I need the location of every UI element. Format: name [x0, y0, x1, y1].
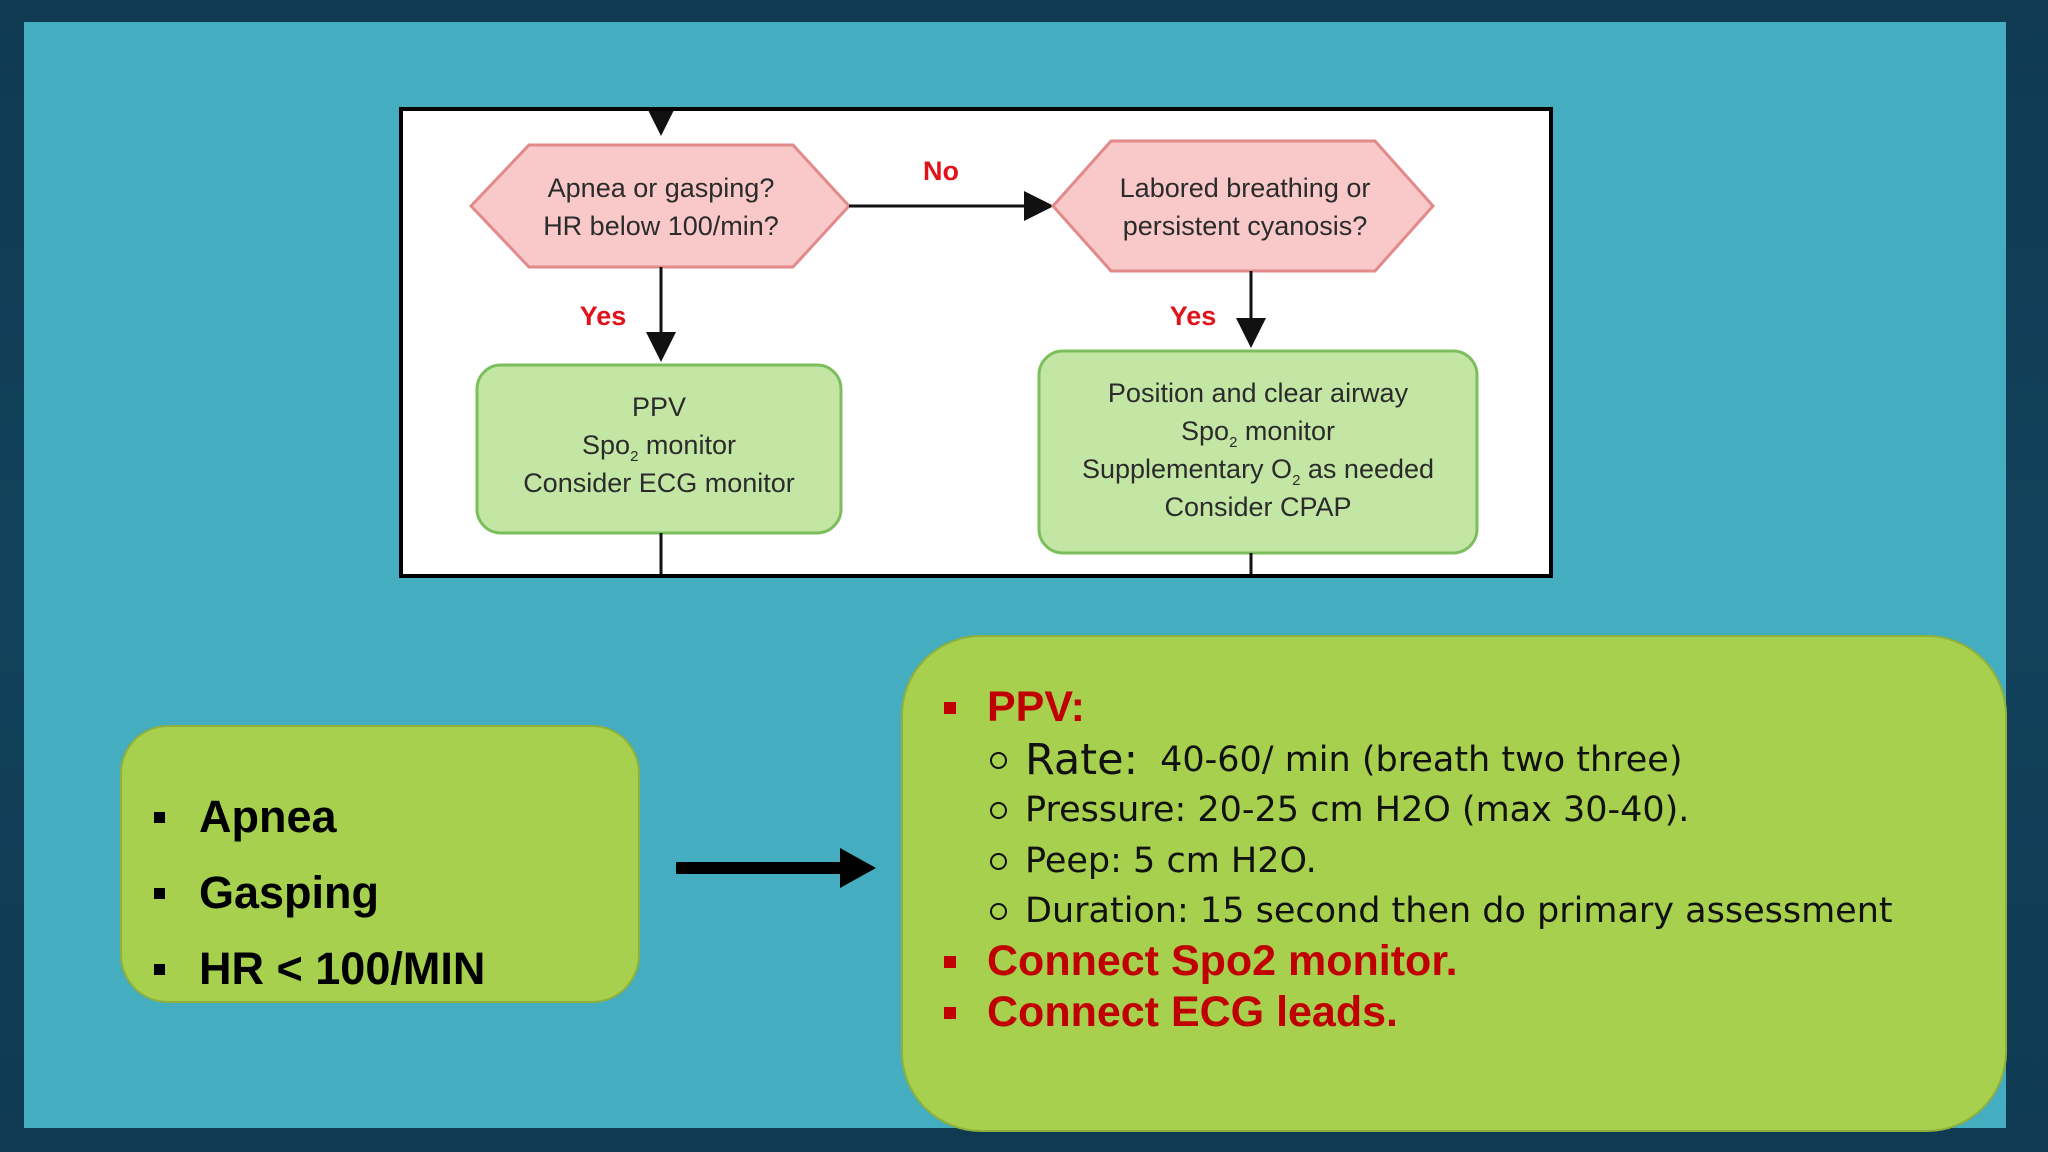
bullet-icon — [944, 955, 956, 968]
connect-ecg-row: Connect ECG leads. — [944, 988, 1398, 1037]
slide: Apnea or gasping? HR below 100/min? No L… — [24, 22, 2007, 1132]
circle-bullet-icon — [990, 801, 1007, 819]
criteria-item-label: HR < 100/MIN — [199, 943, 486, 994]
label-yes-right: Yes — [1170, 301, 1217, 331]
decision-left-line1: Apnea or gasping? — [548, 173, 775, 203]
connect-spo2-row: Connect Spo2 monitor. — [944, 937, 1458, 986]
connect-ecg-text: Connect ECG leads. — [987, 988, 1398, 1036]
circle-bullet-icon — [990, 852, 1007, 870]
action-right-line3: Supplementary O2 as needed — [1082, 454, 1434, 489]
action-right-line2: Spo2 monitor — [1181, 416, 1335, 451]
criteria-box: Apnea Gasping HR < 100/MIN — [120, 725, 640, 1003]
label-yes-left: Yes — [580, 301, 627, 331]
criteria-item: HR < 100/MIN — [152, 931, 485, 1007]
action-right-line1: Position and clear airway — [1108, 378, 1409, 408]
decision-right-shape — [1050, 139, 1436, 273]
flowchart-image: Apnea or gasping? HR below 100/min? No L… — [399, 107, 1553, 578]
label-no: No — [923, 156, 959, 186]
criteria-item: Apnea — [152, 779, 485, 855]
rate-value: 40-60/ min (breath two three) — [1160, 740, 1683, 780]
decision-left-shape — [468, 143, 852, 269]
action-right-shape — [1037, 349, 1479, 555]
bullet-icon — [944, 701, 956, 714]
connect-spo2-text: Connect Spo2 monitor. — [987, 937, 1458, 985]
rate-row: Rate: 40-60/ min (breath two three) — [990, 735, 1682, 785]
ppv-heading-row: PPV: — [944, 683, 1085, 732]
management-box: PPV: Rate: 40-60/ min (breath two three)… — [901, 635, 2007, 1132]
peep-text: Peep: 5 cm H2O. — [1025, 841, 1317, 881]
action-right-line4: Consider CPAP — [1164, 492, 1351, 522]
duration-row: Duration: 15 second then do primary asse… — [990, 891, 1893, 931]
action-left-shape — [475, 363, 843, 535]
bullet-icon — [944, 1006, 956, 1019]
action-left-line3: Consider ECG monitor — [523, 468, 795, 498]
duration-text: Duration: 15 second then do primary asse… — [1025, 891, 1893, 931]
ppv-heading: PPV: — [987, 683, 1085, 731]
peep-row: Peep: 5 cm H2O. — [990, 841, 1317, 881]
criteria-item-label: Gasping — [199, 867, 380, 918]
circle-bullet-icon — [990, 751, 1007, 769]
decision-left-line2: HR below 100/min? — [543, 211, 779, 241]
rate-label: Rate: — [1025, 735, 1139, 785]
pressure-text: Pressure: 20-25 cm H2O (max 30-40). — [1025, 790, 1690, 830]
right-arrow-icon — [676, 842, 876, 892]
bullet-icon — [154, 811, 165, 823]
flowchart-svg: Apnea or gasping? HR below 100/min? No L… — [468, 111, 1479, 574]
bullet-icon — [154, 887, 165, 899]
criteria-item-label: Apnea — [199, 791, 337, 842]
decision-right-line2: persistent cyanosis? — [1123, 211, 1368, 241]
circle-bullet-icon — [990, 902, 1007, 920]
action-left-line2: Spo2 monitor — [582, 430, 736, 465]
criteria-item: Gasping — [152, 855, 485, 931]
pressure-row: Pressure: 20-25 cm H2O (max 30-40). — [990, 790, 1689, 830]
decision-right-line1: Labored breathing or — [1120, 173, 1371, 203]
bullet-icon — [154, 963, 165, 975]
criteria-list: Apnea Gasping HR < 100/MIN — [152, 779, 485, 1007]
action-left-line1: PPV — [632, 392, 686, 422]
